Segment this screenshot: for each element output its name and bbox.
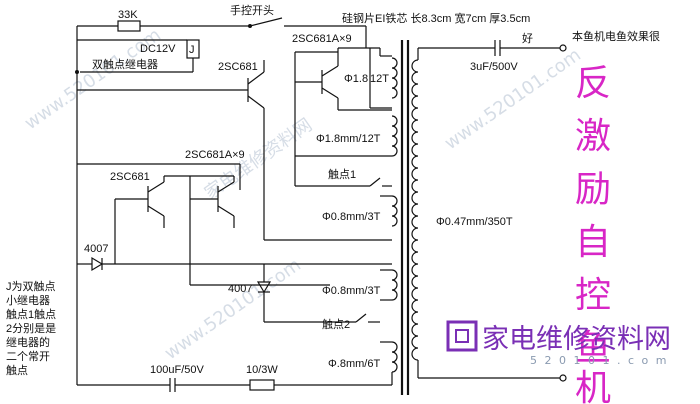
core-spec-label: 硅钢片EI铁芯 长8.3cm 宽7cm 厚3.5cm xyxy=(342,11,530,25)
note-line: 触点 xyxy=(6,363,28,377)
title-char: 机 xyxy=(575,368,611,404)
note-line: 小继电器 xyxy=(6,294,50,307)
winding-3-label: Φ0.8mm/3T xyxy=(322,211,381,223)
diode-left-label: 4007 xyxy=(84,243,108,255)
top-rail xyxy=(76,17,367,385)
note-line: 二个常开 xyxy=(6,350,50,363)
mode-note-label: 本鱼机电鱼效果很 xyxy=(572,29,660,43)
secondary-winding-label: Φ0.47mm/350T xyxy=(436,216,513,228)
diode-center-label: 4007 xyxy=(228,283,252,295)
title-char: 反 xyxy=(575,63,611,104)
relay xyxy=(75,39,200,74)
transistor-array-middle xyxy=(164,175,235,285)
primary-winding-3 xyxy=(264,195,398,241)
transistor-upper xyxy=(77,60,265,240)
array-middle-label: 2SC681A×9 xyxy=(185,149,245,161)
winding-5-label: Φ.8mm/6T xyxy=(328,358,380,370)
winding-2-label: Φ1.8mm/12T xyxy=(316,133,381,145)
output-capacitor-label: 3uF/500V xyxy=(470,61,518,73)
title-char: 激 xyxy=(575,116,611,157)
contact-1-label: 触点1 xyxy=(328,167,356,181)
winding-4-label: Φ0.8mm/3T xyxy=(322,285,381,297)
array-top-label: 2SC681A×9 xyxy=(292,33,352,45)
input-capacitor-label: 100uF/50V xyxy=(150,364,204,376)
transistor-middle-label: 2SC681 xyxy=(110,171,150,183)
title-char: 鱼 xyxy=(575,328,611,369)
brand-watermark: 家电维修资料网 5 2 0 1 0 1 . c o m xyxy=(446,320,671,367)
output-terminal-bottom xyxy=(559,374,567,382)
title-char: 励 xyxy=(575,169,611,210)
primary-winding-2 xyxy=(295,109,398,157)
note-line: J为双触点 xyxy=(6,279,56,293)
bottom-rail xyxy=(77,378,290,392)
resistor-33k xyxy=(117,20,141,32)
primary-winding-5 xyxy=(290,341,398,386)
transistor-middle xyxy=(77,163,241,264)
diode-left xyxy=(77,256,392,272)
vertical-title: 反 激 励 自 控 鱼 机 xyxy=(575,63,611,404)
secondary-winding xyxy=(411,40,567,382)
relay-voltage-label: DC12V xyxy=(140,43,176,55)
hand-switch xyxy=(249,17,283,27)
faint-watermark-4: www.520101.com xyxy=(161,254,305,364)
contact-2-label: 触点2 xyxy=(322,317,350,331)
output-terminal-top xyxy=(559,44,567,52)
winding-1-wire-label: Φ1.8 xyxy=(344,73,368,85)
brand-watermark-text: 家电维修资料网 xyxy=(482,324,671,355)
resistor-33k-label: 33K xyxy=(118,9,138,21)
faint-watermark-1: www.520101.com xyxy=(21,24,165,134)
relay-name-label: 双触点继电器 xyxy=(92,57,158,71)
input-resistor-label: 10/3W xyxy=(246,364,278,376)
note-line: 2分别是是 xyxy=(6,322,56,335)
brand-watermark-url: 5 2 0 1 0 1 . c o m xyxy=(530,354,668,367)
brand-logo-icon xyxy=(446,320,478,352)
switch-label: 手控开头 xyxy=(230,3,274,17)
note-line: 触点1触点 xyxy=(6,307,56,321)
faint-watermarks: www.520101.com 家电维修资料网 www.520101.com ww… xyxy=(21,24,585,364)
relay-note: J为双触点 小继电器 触点1触点 2分别是是 继电器的 二个常开 触点 xyxy=(6,279,56,377)
transistor-upper-label: 2SC681 xyxy=(218,61,258,73)
contact-2 xyxy=(264,313,380,323)
good-label: 好 xyxy=(522,31,533,45)
title-char: 自 xyxy=(575,222,611,263)
transistor-array-top xyxy=(294,47,380,186)
contact-1 xyxy=(295,177,392,187)
transformer-core xyxy=(400,40,410,395)
relay-j-label: J xyxy=(189,44,195,56)
primary-winding-4 xyxy=(190,269,398,301)
input-resistor xyxy=(249,379,275,391)
title-char: 控 xyxy=(575,275,611,316)
note-line: 继电器的 xyxy=(6,335,50,349)
winding-1-turns-label: 12T xyxy=(370,73,389,85)
primary-winding-1 xyxy=(369,48,398,109)
